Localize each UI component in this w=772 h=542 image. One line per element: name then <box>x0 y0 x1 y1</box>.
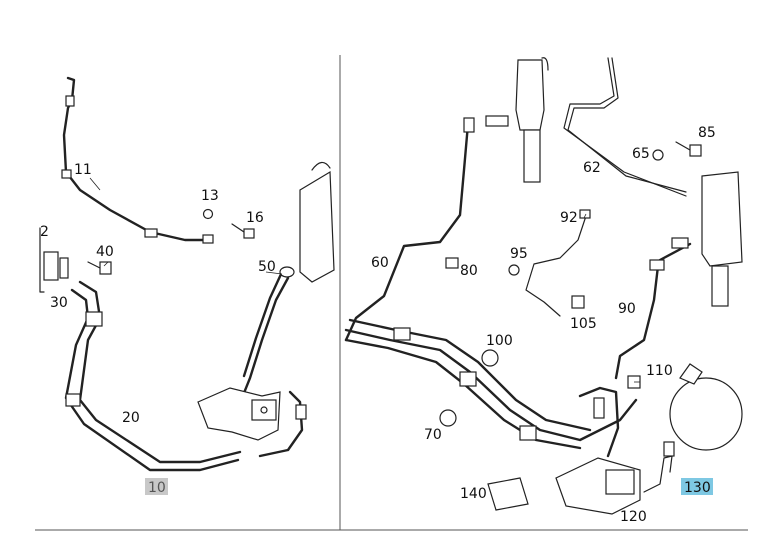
fitting <box>65 95 75 107</box>
highlight-10 <box>145 478 168 495</box>
callout-60[interactable]: 60 <box>371 255 389 271</box>
fitting <box>485 115 509 127</box>
fitting <box>463 117 475 133</box>
callout-130[interactable]: 130 <box>684 480 711 496</box>
block-140 <box>487 477 529 511</box>
bolt-40-head <box>99 261 112 275</box>
leader-lines <box>89 177 640 383</box>
callout-labels: 11 13 16 2 40 30 50 20 10 60 80 62 65 85… <box>40 125 716 525</box>
callout-120[interactable]: 120 <box>620 509 647 525</box>
callout-65[interactable]: 65 <box>632 146 650 162</box>
fitting <box>579 209 591 219</box>
nut-70 <box>439 409 457 427</box>
hose-clamp <box>393 327 411 341</box>
callout-100[interactable]: 100 <box>486 333 513 349</box>
line-50 <box>240 276 290 400</box>
line-62 <box>563 57 687 197</box>
valve-block-120-face <box>605 469 635 495</box>
right-assembly <box>344 57 743 515</box>
fitting <box>279 266 295 278</box>
bolt-40-shank <box>87 261 101 269</box>
bolt-16-shank <box>231 223 245 233</box>
reservoir-round <box>669 377 743 451</box>
hose-clamp <box>519 425 537 441</box>
fitting <box>671 237 689 249</box>
callout-2[interactable]: 2 <box>40 224 49 240</box>
callout-95[interactable]: 95 <box>510 246 528 262</box>
line-50b <box>242 270 284 378</box>
bolt-105-head <box>571 295 585 309</box>
hose-clamp <box>459 371 477 387</box>
callout-62[interactable]: 62 <box>583 160 601 176</box>
callout-11[interactable]: 11 <box>74 162 92 178</box>
reservoir-round-neck <box>679 363 703 385</box>
callout-50[interactable]: 50 <box>258 259 276 275</box>
nut-100 <box>481 349 499 367</box>
washer-95 <box>508 264 520 276</box>
callout-90[interactable]: 90 <box>618 301 636 317</box>
reservoir <box>299 170 335 283</box>
callout-30[interactable]: 30 <box>50 295 68 311</box>
callout-110[interactable]: 110 <box>646 363 673 379</box>
bolt-85-shank <box>675 141 691 151</box>
line-130 <box>643 455 673 493</box>
callout-16[interactable]: 16 <box>246 210 264 226</box>
left-assembly <box>39 76 335 472</box>
line-11 <box>62 76 207 242</box>
line-90 <box>614 264 660 380</box>
fitting <box>663 441 675 457</box>
callout-140[interactable]: 140 <box>460 486 487 502</box>
fitting <box>295 404 307 420</box>
bolt-85-head <box>689 144 702 157</box>
callout-20[interactable]: 20 <box>122 410 140 426</box>
washer-65 <box>652 149 664 161</box>
strut-hook <box>541 57 549 71</box>
strut-rear-rod <box>711 265 729 307</box>
strut-front <box>515 59 545 131</box>
highlight-130 <box>681 478 713 495</box>
fitting <box>593 397 605 419</box>
callout-105[interactable]: 105 <box>570 316 597 332</box>
bracket-brace <box>39 227 45 293</box>
line-92 <box>525 215 587 317</box>
hose-clamp <box>85 311 103 327</box>
strut-front-rod <box>523 129 541 183</box>
fitting <box>61 169 72 179</box>
callout-85[interactable]: 85 <box>698 125 716 141</box>
strut-rear <box>701 171 743 267</box>
callout-13[interactable]: 13 <box>201 188 219 204</box>
fitting <box>202 234 214 244</box>
hose-bundle-a <box>344 328 638 442</box>
callout-10[interactable]: 10 <box>148 480 166 496</box>
hose-20a <box>78 280 242 464</box>
callout-70[interactable]: 70 <box>424 427 442 443</box>
fitting <box>649 259 665 271</box>
bolt-16-head <box>243 228 255 239</box>
washer-13 <box>202 208 214 220</box>
reservoir-cap <box>311 161 331 171</box>
hose-bundle-d <box>578 386 620 458</box>
valve-port <box>260 406 268 414</box>
line-60 <box>344 122 470 342</box>
callout-92[interactable]: 92 <box>560 210 578 226</box>
line-62b <box>567 57 687 193</box>
callout-40[interactable]: 40 <box>96 244 114 260</box>
fitting <box>144 228 158 238</box>
hose-clamp <box>65 393 81 407</box>
bracket-30 <box>43 251 59 281</box>
line-pump <box>258 390 304 458</box>
bracket-30-clip <box>59 257 69 279</box>
nut-80 <box>445 257 459 269</box>
callout-80[interactable]: 80 <box>460 263 478 279</box>
